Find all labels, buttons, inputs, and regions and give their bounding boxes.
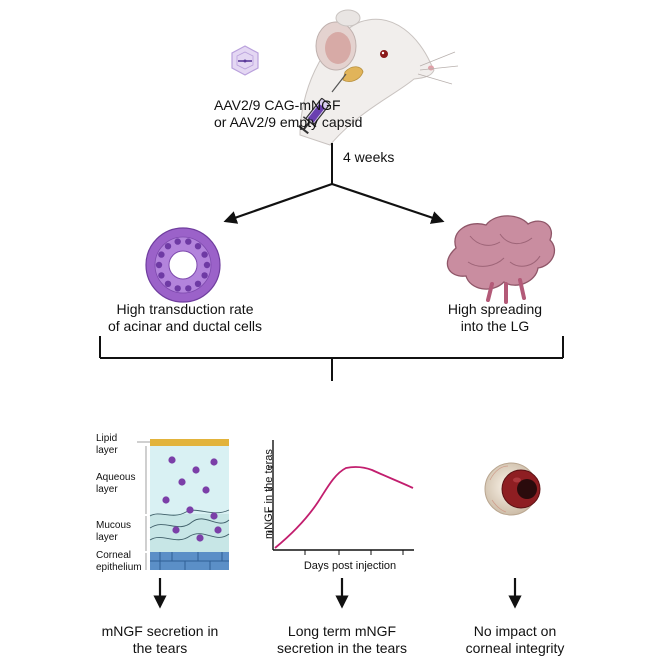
convergence-bracket: [99, 336, 564, 381]
mucous-label-2: layer: [96, 532, 118, 543]
aav-capsid-icon: [231, 45, 259, 76]
transduction-line-2: of acinar and ductal cells: [107, 318, 263, 334]
eye-illustration: [484, 462, 541, 516]
plot-x-axis-label: Days post injection: [303, 560, 397, 572]
plot-y-axis-label: mNGF in the teras: [263, 449, 275, 539]
mngf-particle: [196, 534, 204, 542]
acinar-nucleus: [201, 251, 208, 258]
acinar-nucleus: [174, 285, 181, 292]
acinar-nucleus: [203, 261, 211, 269]
injection-label: AAV2/9 CAG-mNGF or AAV2/9 empty capsid: [214, 97, 444, 131]
acinar-nucleus: [194, 243, 202, 250]
mngf-timecourse-plot: [268, 440, 414, 555]
mucous-layer-label: Mucous layer: [96, 520, 146, 544]
outcome-long-term-line-2: secretion in the tears: [277, 640, 407, 656]
epithelium-label-1: Corneal: [96, 550, 132, 561]
acinar-nucleus: [174, 238, 181, 245]
outcome-cornea: No impact on corneal integrity: [445, 623, 585, 657]
epithelium-label-2: epithelium: [96, 562, 142, 573]
acinar-nucleus: [194, 280, 202, 287]
acinar-nucleus: [185, 238, 192, 245]
mngf-particle: [210, 512, 218, 520]
acinar-nucleus: [164, 243, 172, 250]
mngf-particle: [210, 458, 218, 466]
lipid-label-1: Lipid: [96, 433, 118, 444]
outcome-secretion: mNGF secretion in the tears: [80, 623, 240, 657]
mngf-particle: [172, 526, 180, 534]
mngf-particle: [202, 486, 210, 494]
outcome-secretion-line-1: mNGF secretion in: [101, 623, 219, 639]
mngf-particle: [192, 466, 200, 474]
lipid-layer-label: Lipid layer: [96, 433, 146, 457]
aqueous-layer-label: Aqueous layer: [96, 472, 146, 496]
injection-line-1: AAV2/9 CAG-mNGF: [214, 97, 341, 113]
acinar-nucleus: [185, 285, 192, 292]
mngf-particle: [186, 506, 194, 514]
mngf-particle: [168, 456, 176, 464]
lacrimal-gland-illustration: [446, 215, 555, 304]
time-label: 4 weeks: [343, 149, 395, 165]
mngf-particle: [178, 478, 186, 486]
outcome-cornea-line-2: corneal integrity: [465, 640, 565, 656]
epithelium-layer-label: Corneal epithelium: [96, 550, 146, 574]
outcome-secretion-line-2: the tears: [132, 640, 188, 656]
spreading-line-1: High spreading: [447, 301, 543, 317]
outcome-long-term: Long term mNGF secretion in the tears: [256, 623, 428, 657]
transduction-line-1: High transduction rate: [116, 301, 254, 317]
aqueous-label-1: Aqueous: [96, 472, 136, 483]
acinar-nucleus: [158, 272, 165, 279]
syringe-icon: [298, 73, 347, 135]
mngf-particle: [162, 496, 170, 504]
acinar-nucleus: [155, 261, 163, 269]
injection-line-2: or AAV2/9 empty capsid: [214, 114, 363, 130]
transduction-label: High transduction rate of acinar and duc…: [90, 301, 280, 335]
acinar-nucleus: [158, 251, 165, 258]
mouse-head-illustration: [299, 9, 459, 146]
spreading-line-2: into the LG: [460, 318, 530, 334]
acinar-cross-section: [145, 227, 221, 303]
lipid-label-2: layer: [96, 445, 118, 456]
tear-film-diagram: [137, 439, 230, 570]
spreading-label: High spreading into the LG: [420, 301, 570, 335]
outcome-long-term-line-1: Long term mNGF: [287, 623, 397, 639]
mucous-label-1: Mucous: [96, 520, 132, 531]
aqueous-label-2: layer: [96, 484, 118, 495]
acinar-nucleus: [164, 280, 172, 287]
outcome-cornea-line-1: No impact on: [473, 623, 557, 639]
mngf-particle: [214, 526, 222, 534]
outcome-arrows: [153, 578, 522, 609]
acinar-nucleus: [201, 272, 208, 279]
split-arrows: [223, 143, 445, 224]
